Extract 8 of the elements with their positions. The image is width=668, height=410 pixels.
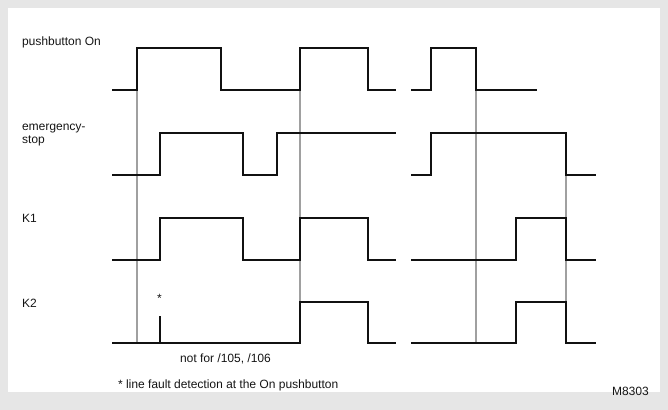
note-text: not for /105, /106	[180, 352, 271, 365]
signal-name: K2	[22, 297, 37, 310]
footnote-mark: *	[157, 292, 162, 305]
signal-name: pushbutton On	[22, 35, 101, 48]
signal-name: emergency-stop	[22, 120, 86, 146]
figure-number: M8303	[612, 385, 649, 398]
signal-name: K1	[22, 212, 37, 225]
note-text: * line fault detection at the On pushbutton	[118, 378, 338, 391]
